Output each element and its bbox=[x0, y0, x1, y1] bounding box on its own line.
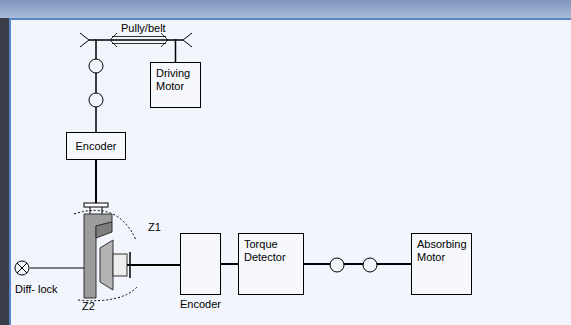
box-label: Absorbing Motor bbox=[417, 238, 467, 264]
box-label: Torque Detector bbox=[244, 238, 299, 264]
coupling-symbol bbox=[89, 59, 103, 73]
shaft-connector bbox=[304, 263, 411, 265]
flange bbox=[84, 203, 108, 207]
diff-lock-rod bbox=[30, 268, 84, 269]
diff-lock-symbol bbox=[17, 263, 27, 273]
pulley-shaft bbox=[89, 39, 96, 41]
motor-box: Absorbing Motor bbox=[411, 233, 472, 295]
gear-label: Z2 bbox=[82, 300, 95, 313]
diff-lock-symbol bbox=[17, 263, 27, 273]
part-label: Diff- lock bbox=[15, 283, 58, 296]
box-label: Encoder bbox=[76, 140, 117, 153]
encoder-box: Encoder bbox=[180, 233, 221, 295]
encoder-box: Encoder bbox=[66, 132, 126, 160]
ring-gear bbox=[84, 214, 112, 298]
coupling-symbol bbox=[330, 258, 344, 272]
coupling-symbol bbox=[363, 258, 377, 272]
pulley-symbol bbox=[80, 33, 89, 47]
shaft-connector bbox=[221, 263, 238, 265]
shaft bbox=[95, 160, 97, 204]
box-label: Encoder bbox=[180, 298, 221, 311]
gear-label: Z1 bbox=[148, 221, 161, 234]
detector-box: Torque Detector bbox=[238, 233, 304, 295]
pinion-gear bbox=[100, 240, 113, 290]
pulley-symbol bbox=[183, 33, 192, 47]
pinion-hub bbox=[113, 254, 127, 276]
diff-lock-symbol bbox=[15, 261, 29, 275]
belt-line bbox=[112, 36, 166, 37]
shaft bbox=[127, 264, 180, 266]
motor-box: Driving Motor bbox=[150, 62, 201, 108]
belt-line bbox=[112, 43, 166, 44]
part-label: Pully/belt bbox=[121, 22, 166, 35]
box-label: Driving Motor bbox=[156, 67, 196, 93]
ring-gear bbox=[96, 222, 112, 238]
coupling-symbol bbox=[89, 93, 103, 107]
